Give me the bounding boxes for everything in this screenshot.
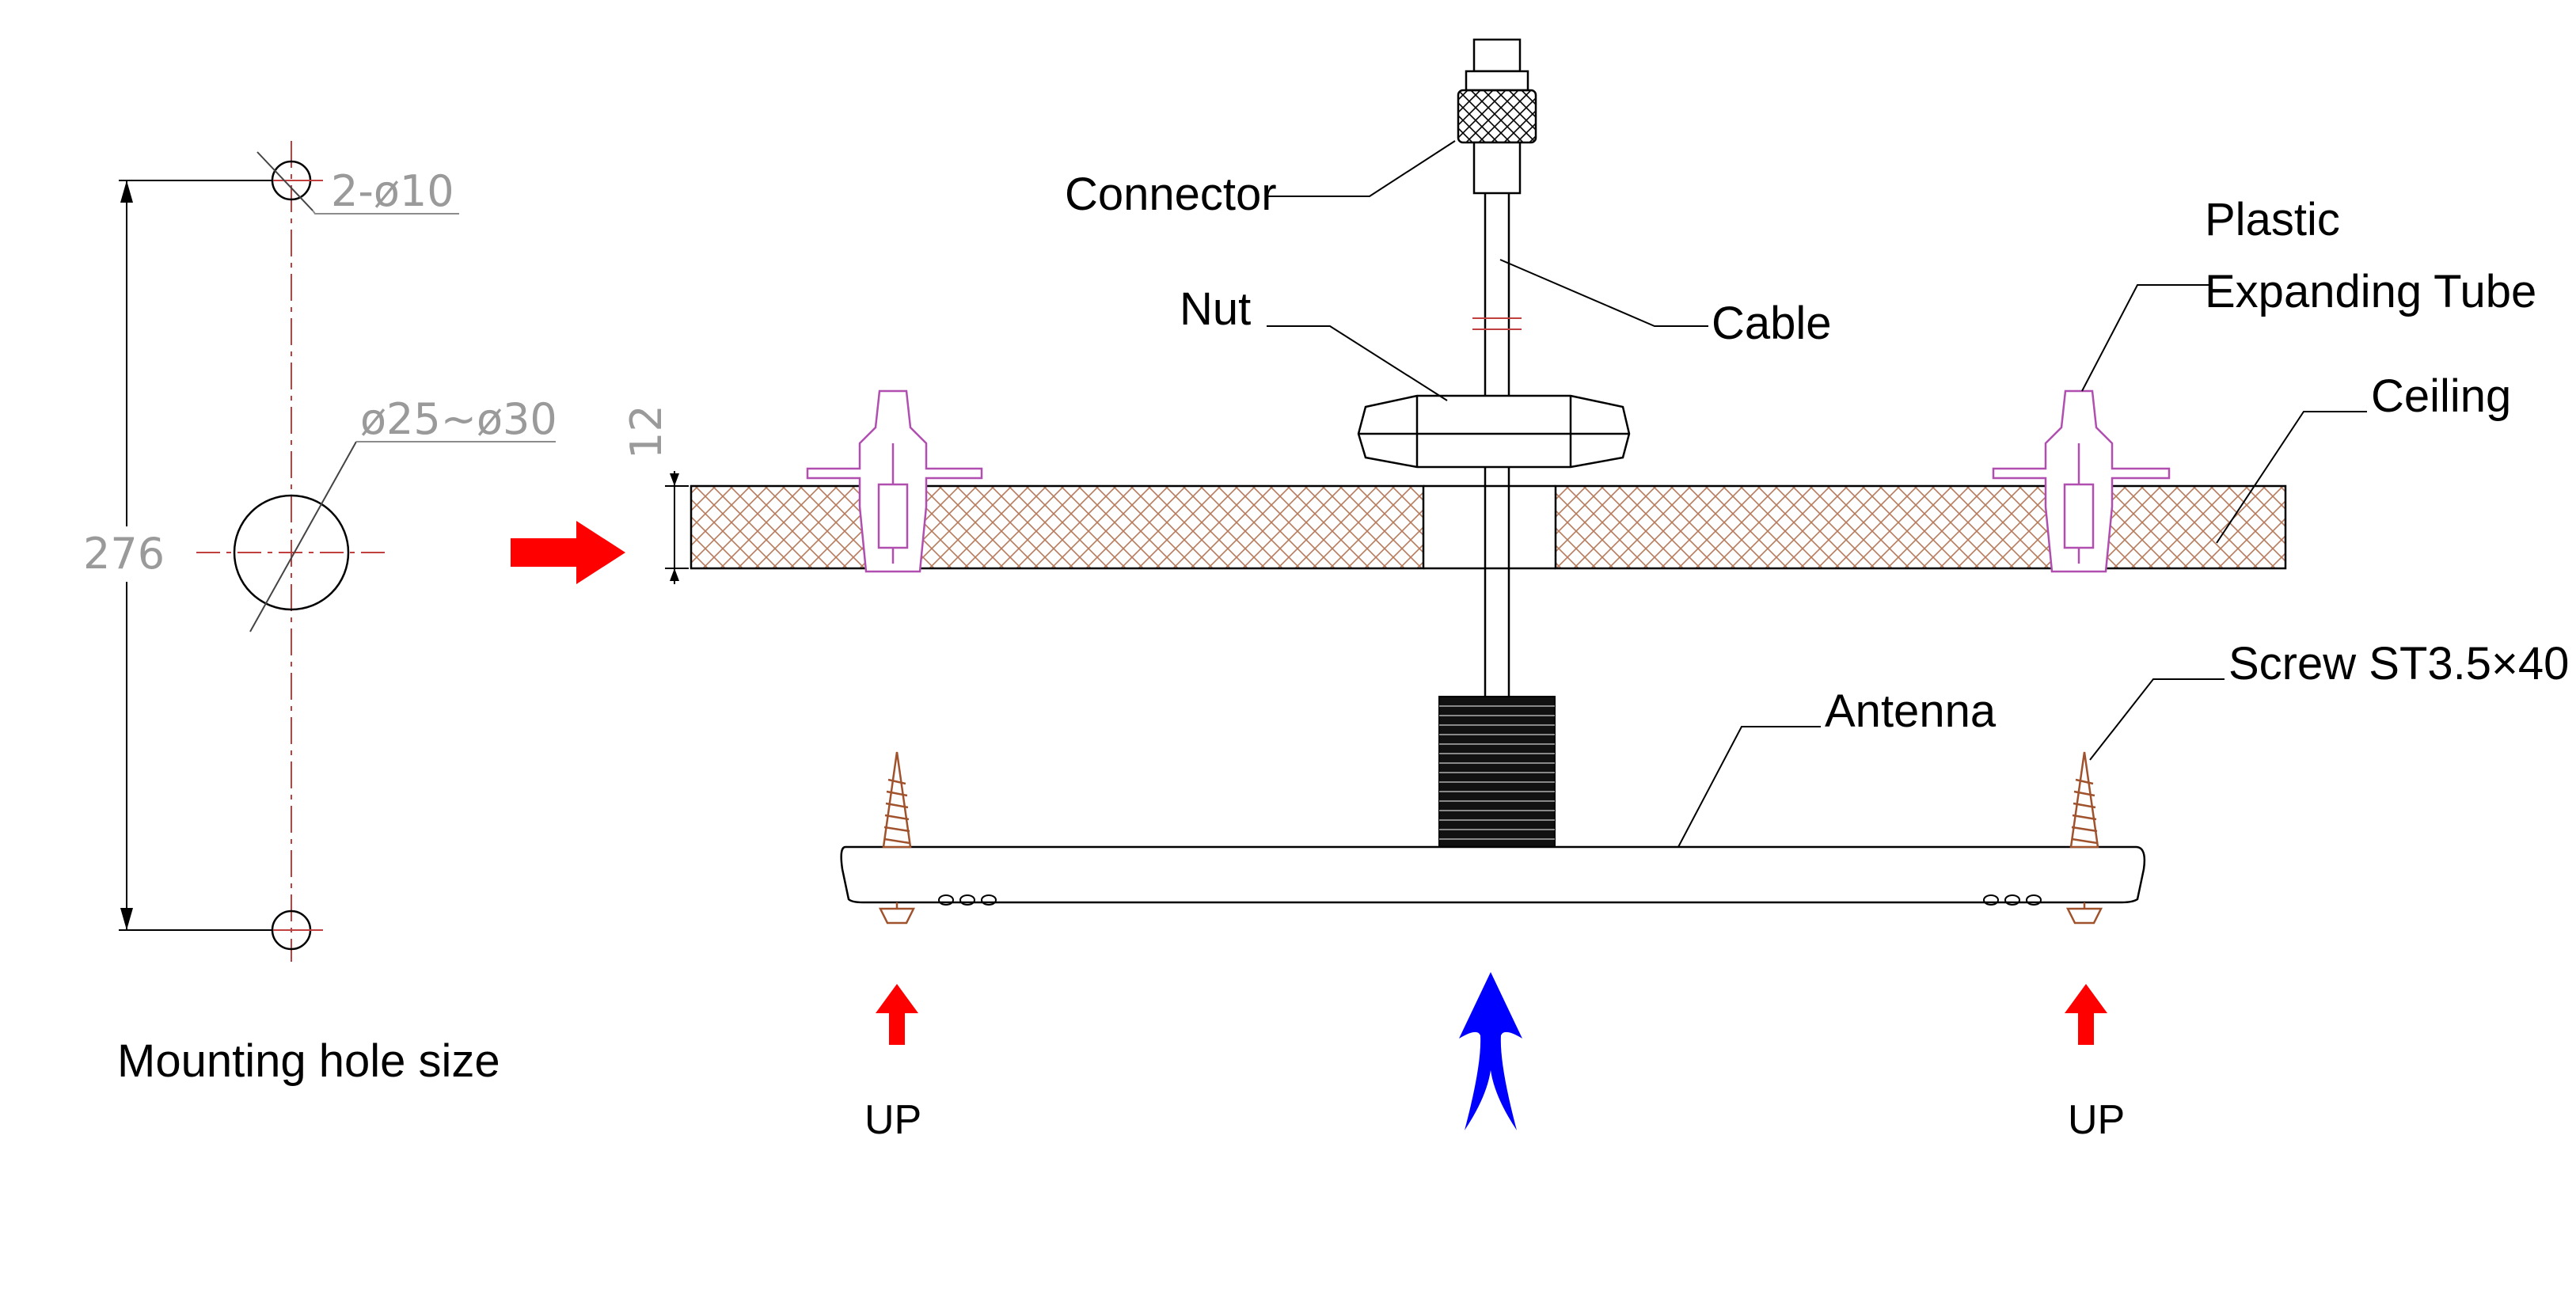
- expanding-tube-left: [806, 389, 983, 573]
- insert-arrow-icon: [511, 521, 625, 584]
- plastic-tube-label-line2: Expanding Tube: [2205, 266, 2536, 317]
- ceiling-thickness-text: 12: [621, 404, 671, 459]
- up-arrow-left: UP: [864, 984, 921, 1143]
- ceiling-right-panel: [1554, 484, 2287, 570]
- antenna-thread: [1438, 696, 1556, 848]
- center-hole: [233, 494, 350, 611]
- tube-leader: [2081, 284, 2209, 392]
- screw-right: [2065, 751, 2103, 925]
- expanding-tube-right: [1992, 389, 2171, 573]
- plastic-tube-label-line1: Plastic: [2205, 194, 2340, 245]
- screw-leader: [2089, 678, 2225, 761]
- center-hole-dimension-text: ø25~ø30: [360, 394, 557, 444]
- ceiling-label: Ceiling: [2371, 370, 2511, 422]
- screw-label: Screw ST3.5×40: [2228, 638, 2569, 689]
- antenna-label: Antenna: [1825, 685, 1997, 737]
- connector: [1457, 38, 1537, 195]
- connector-label: Connector: [1065, 169, 1277, 220]
- up-arrow-left-icon: [876, 984, 918, 1045]
- screw-left: [878, 751, 916, 925]
- small-holes-dimension: 2-ø10: [256, 151, 459, 216]
- ceiling: 12: [621, 404, 2287, 584]
- nut-leader: [1267, 325, 1448, 401]
- hole-spacing-dimension: 276: [75, 180, 273, 931]
- connector-leader: [1267, 140, 1456, 197]
- ceiling-thickness-dimension: 12: [621, 404, 689, 584]
- up-label-right: UP: [2068, 1097, 2125, 1143]
- small-holes-dimension-text: 2-ø10: [331, 166, 454, 216]
- ceiling-left-panel: [690, 484, 1425, 570]
- nut-label: Nut: [1180, 283, 1251, 335]
- antenna-leader: [1677, 726, 1821, 848]
- cable-label: Cable: [1712, 298, 1832, 349]
- signal-arrow-icon: [1459, 972, 1522, 1130]
- hole-spacing-text: 276: [83, 529, 165, 579]
- leader-lines: [1267, 140, 2367, 848]
- up-arrow-right-icon: [2065, 984, 2107, 1045]
- up-arrow-right: UP: [2065, 984, 2125, 1143]
- up-label-left: UP: [864, 1097, 921, 1143]
- nut: [1357, 394, 1631, 469]
- cable-leader: [1499, 259, 1708, 327]
- mounting-hole-caption: Mounting hole size: [117, 1035, 500, 1087]
- mounting-hole-drawing: 2-ø10 ø25~ø30 276 Mounting hole size: [75, 141, 557, 1087]
- ceiling-leader: [2216, 411, 2367, 544]
- center-hole-dimension: ø25~ø30: [249, 394, 557, 632]
- antenna-body: [840, 845, 2146, 906]
